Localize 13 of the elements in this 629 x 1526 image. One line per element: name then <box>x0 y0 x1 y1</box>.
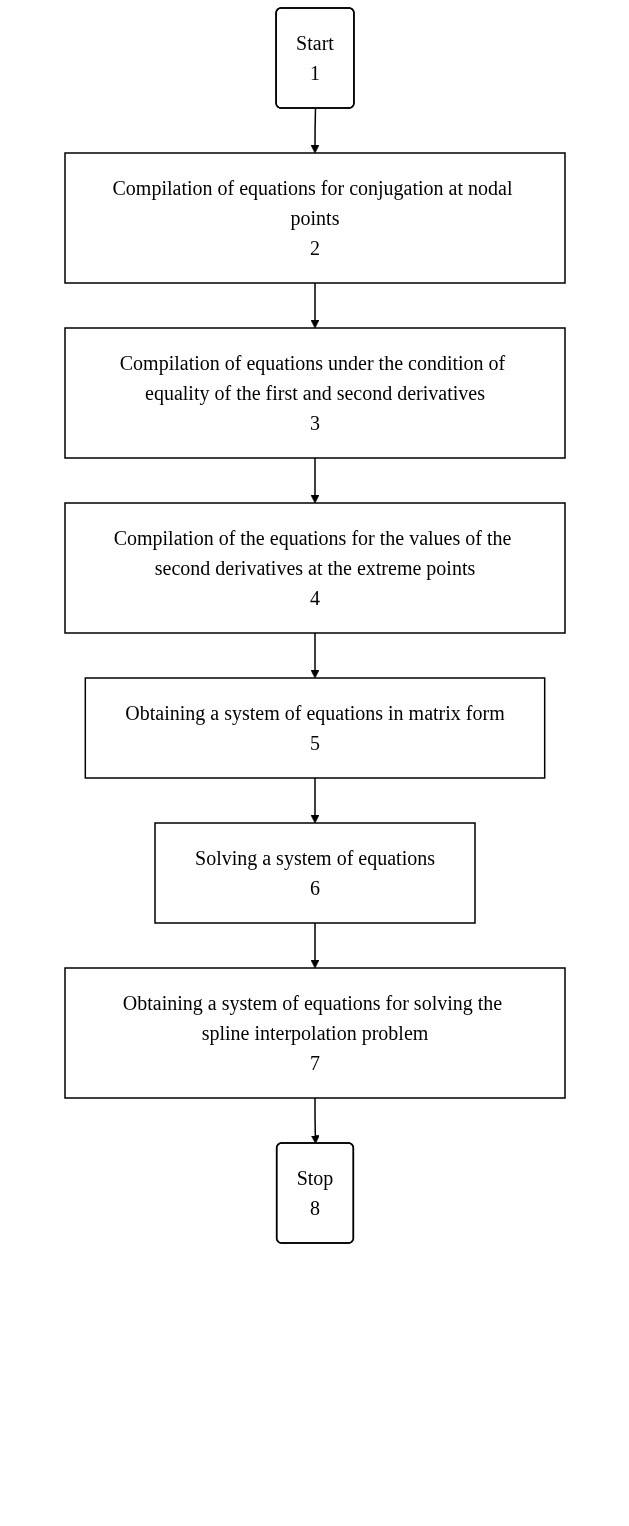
arrow <box>310 1097 320 1144</box>
node-box: Compilation of equations under the condition of equality of the first and second derivatives 3 <box>63 327 566 459</box>
arrow <box>310 922 319 969</box>
node-box: Obtaining a system of equations for solving the spline interpolation problem 7 <box>63 967 566 1099</box>
arrow <box>310 777 319 824</box>
arrow <box>310 107 319 154</box>
node-box: Compilation of equations for conjugation at nodal points 2 <box>63 152 566 284</box>
node-box: Obtaining a system of equations in matrix form 5 <box>84 677 545 779</box>
arrow <box>310 282 319 329</box>
node-box: Solving a system of equations 6 <box>153 822 476 924</box>
arrow <box>310 632 319 679</box>
node-box: Compilation of the equations for the values of the second derivatives at the extreme points 4 <box>63 502 566 634</box>
arrow <box>310 457 319 504</box>
